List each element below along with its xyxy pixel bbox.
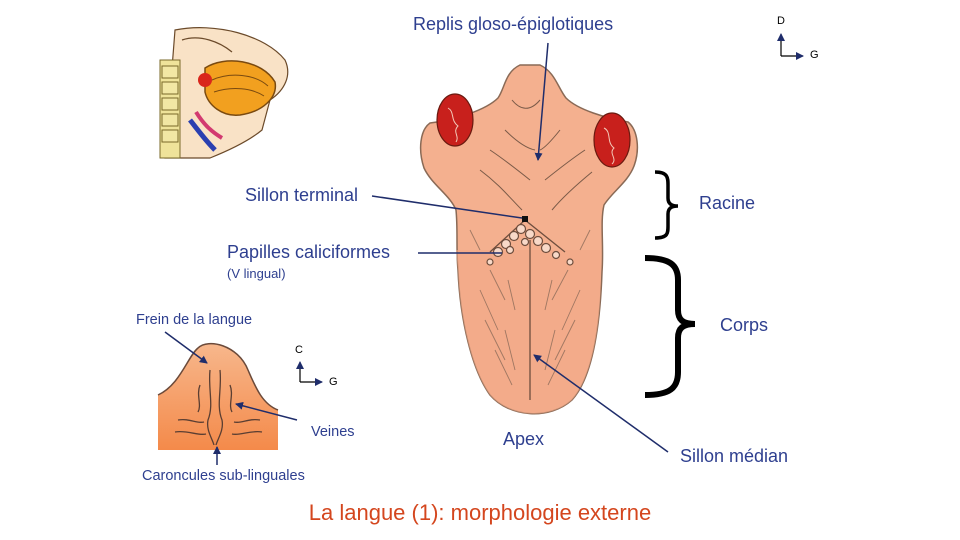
replis-leader bbox=[534, 42, 549, 161]
axis-bottom-right-label: G bbox=[329, 376, 338, 388]
veines-leader bbox=[235, 401, 298, 421]
slide-title: La langue (1): morphologie externe bbox=[308, 500, 652, 525]
axis-top-right-label: G bbox=[810, 49, 819, 61]
label-sillon-terminal: Sillon terminal bbox=[245, 185, 359, 205]
right-tonsil bbox=[593, 112, 631, 168]
label-veines: Veines bbox=[311, 424, 355, 440]
racine-bracket bbox=[654, 170, 679, 240]
label-replis: Replis gloso-épiglotiques bbox=[413, 14, 614, 34]
axis-top-up-label: D bbox=[777, 15, 785, 27]
left-tonsil bbox=[436, 93, 474, 147]
label-sillon-median: Sillon médian bbox=[680, 446, 789, 466]
tongue-illustration bbox=[419, 64, 639, 415]
axis-bottom-up-label: C bbox=[295, 344, 303, 356]
sillon-terminal-leader bbox=[371, 195, 523, 219]
frein-leader bbox=[164, 331, 208, 364]
sagittal-head-illustration bbox=[158, 27, 289, 159]
label-v-lingual: (V lingual) bbox=[227, 266, 286, 281]
label-papilles: Papilles caliciformes bbox=[227, 242, 391, 262]
label-frein: Frein de la langue bbox=[136, 312, 253, 328]
sillon-median-leader bbox=[533, 354, 669, 453]
corps-bracket bbox=[644, 255, 696, 398]
label-corps: Corps bbox=[720, 315, 769, 335]
label-caroncules: Caroncules sub-linguales bbox=[142, 468, 305, 484]
label-apex: Apex bbox=[503, 429, 545, 449]
tongue-underside-illustration bbox=[157, 342, 279, 450]
vallate-papillae bbox=[486, 223, 574, 266]
label-racine: Racine bbox=[699, 193, 756, 213]
